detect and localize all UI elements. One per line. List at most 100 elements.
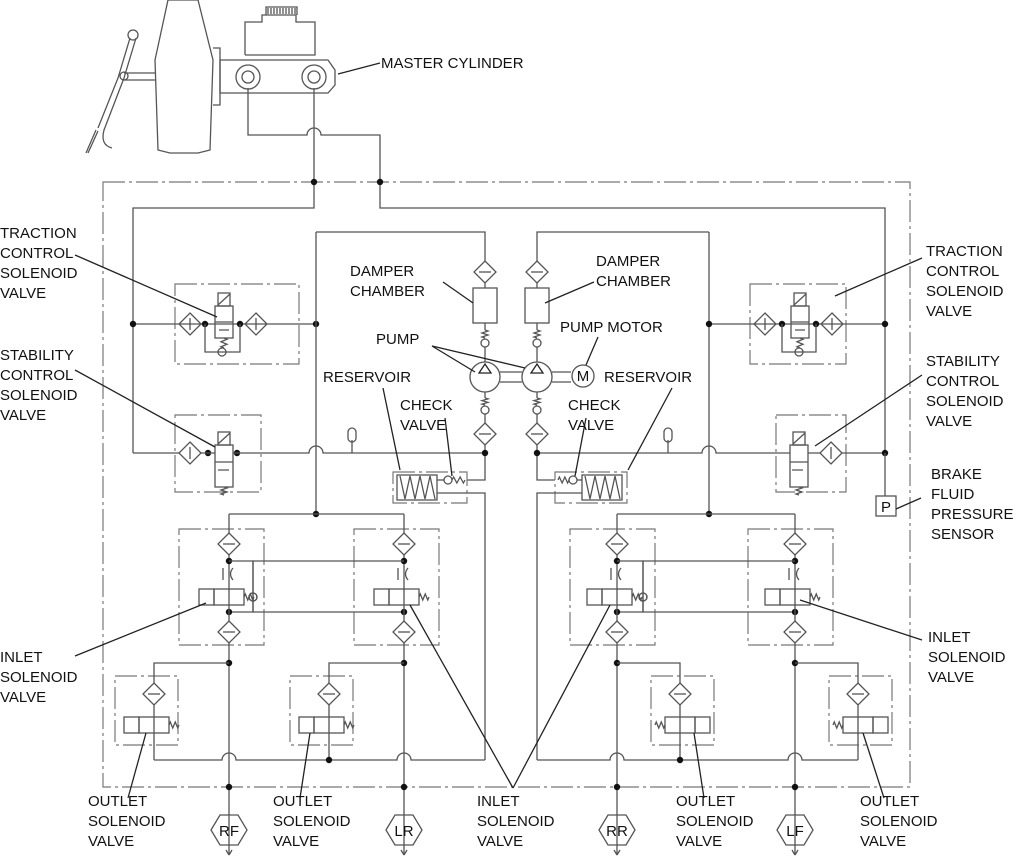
brake-pedal	[97, 37, 137, 149]
filter-diamond	[178, 441, 202, 465]
junction-dot	[791, 783, 799, 791]
pump-arrow	[529, 362, 545, 374]
label-line: CHAMBER	[596, 273, 671, 290]
label-line: VALVE	[477, 833, 523, 850]
filter-icon	[473, 260, 497, 284]
label-line: MASTER CYLINDER	[381, 55, 524, 72]
leader-line	[574, 417, 587, 477]
label-line: TRACTION	[0, 225, 77, 242]
accumulator-icon	[663, 427, 673, 443]
flow-arrow	[225, 849, 233, 856]
hydraulic-line	[795, 662, 859, 683]
wheel-rf-hexagon	[210, 814, 248, 846]
hydraulic-line	[132, 88, 315, 453]
leader-line	[431, 345, 526, 369]
hydraulic-line	[252, 560, 404, 613]
filter-icon	[605, 532, 629, 556]
check-ball-icon	[480, 405, 490, 415]
inlet-valve-box	[178, 528, 265, 646]
hydraulic-line	[215, 321, 233, 331]
hydraulic-line	[536, 231, 709, 261]
label-check-left: CHECK VALVE	[400, 397, 453, 434]
label-line: SOLENOID	[477, 813, 555, 830]
leader-line	[444, 417, 453, 477]
spring-icon	[218, 486, 230, 496]
label-line: INLET	[0, 649, 43, 666]
label-line: SOLENOID	[860, 813, 938, 830]
label-line: CONTROL	[926, 263, 999, 280]
label-damper-right: DAMPER CHAMBER	[596, 253, 671, 290]
leader-line	[585, 336, 599, 366]
reservoir-right	[581, 474, 623, 501]
reservoir-spring	[584, 475, 621, 500]
hydraulic-line	[642, 560, 795, 613]
reservoir-spring	[399, 475, 436, 500]
label-line: SOLENOID	[926, 393, 1004, 410]
label-line: RESERVOIR	[604, 369, 692, 386]
damper-chamber-left	[472, 287, 498, 324]
label-line: CONTROL	[0, 245, 73, 262]
filter-icon	[317, 682, 341, 706]
label-line: SOLENOID	[928, 649, 1006, 666]
check-ball-icon	[248, 592, 258, 602]
label-line: INLET	[477, 793, 520, 810]
leader-line	[127, 732, 147, 799]
reservoir-cap	[265, 6, 298, 15]
spring-icon	[832, 720, 844, 730]
label-line: SENSOR	[931, 526, 995, 543]
spring-icon	[809, 592, 821, 602]
junction-dot	[129, 320, 137, 328]
label-line: BRAKE	[931, 466, 982, 483]
label-line: PUMP MOTOR	[560, 319, 663, 336]
label-inlet-center: INLET SOLENOID VALVE	[477, 793, 555, 850]
label-line: VALVE	[400, 417, 446, 434]
spring-icon	[219, 337, 229, 349]
leader-line	[627, 387, 673, 471]
hcu-boundary	[102, 181, 911, 788]
filter-icon	[178, 441, 202, 465]
junction-dot	[325, 756, 333, 764]
outlet-solenoid	[694, 716, 711, 734]
inlet-solenoid	[373, 588, 390, 606]
filter-icon	[783, 532, 807, 556]
junction-dot	[225, 783, 233, 791]
damper-chamber-right	[524, 287, 550, 324]
hydraulic-line	[536, 445, 555, 481]
check-ball-icon	[480, 338, 490, 348]
label-line: DAMPER	[596, 253, 660, 270]
master-cylinder-body	[219, 59, 336, 94]
sc-valve-left-box	[174, 414, 262, 493]
label-line: VALVE	[273, 833, 319, 850]
wheel-rr-hexagon	[598, 814, 636, 846]
spring-icon	[557, 475, 570, 485]
label-line: VALVE	[88, 833, 134, 850]
reservoir-left	[396, 474, 438, 501]
spring-icon	[479, 397, 491, 406]
inlet-solenoid	[586, 588, 603, 606]
filter-diamond	[819, 441, 843, 465]
outlet-valve-box	[114, 675, 179, 746]
label-line: VALVE	[926, 303, 972, 320]
leader-line	[442, 281, 474, 304]
label-master-cylinder: MASTER CYLINDER	[381, 55, 524, 72]
pedal-pivot	[127, 29, 139, 41]
label-line: VALVE	[926, 413, 972, 430]
pushrod	[124, 72, 155, 81]
label-line: OUTLET	[860, 793, 919, 810]
label-line: VALVE	[568, 417, 614, 434]
junction-dot	[613, 783, 621, 791]
label-line: CHECK	[400, 397, 453, 414]
outlet-valve-box	[289, 675, 354, 746]
filter-icon	[819, 441, 843, 465]
flow-arrow	[613, 849, 621, 856]
junction-dot	[481, 449, 489, 457]
pump-motor-label: M	[577, 368, 590, 385]
motor-shaft	[552, 371, 571, 383]
flow-arrow	[400, 849, 408, 856]
orifice-icon	[610, 567, 622, 581]
